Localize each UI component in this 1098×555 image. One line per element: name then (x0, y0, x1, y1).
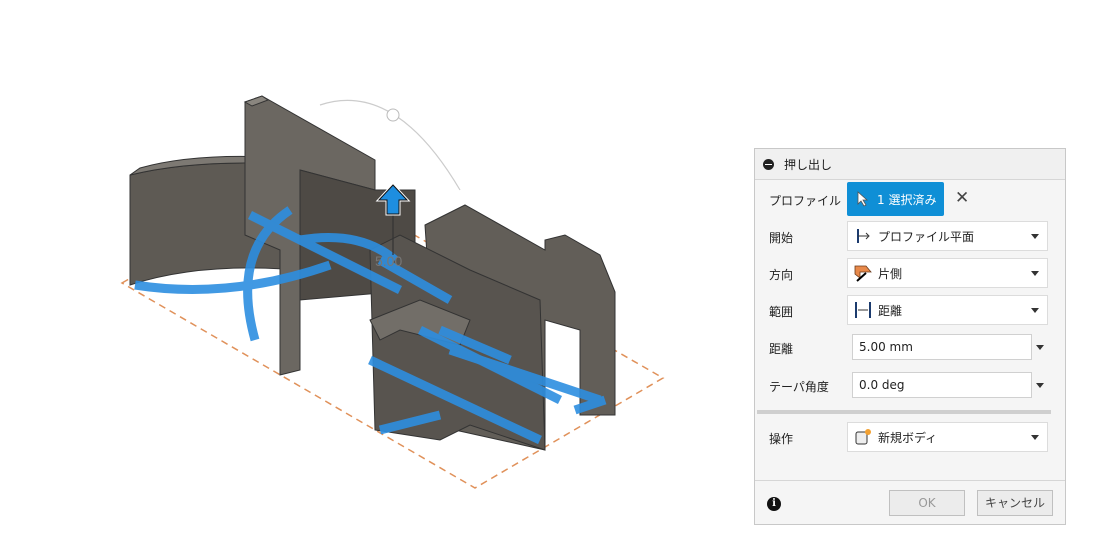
extent-row: 範囲 距離 (755, 295, 1067, 325)
chevron-down-icon (1031, 308, 1039, 313)
ok-button[interactable]: OK (889, 490, 965, 516)
dialog-footer-divider (755, 480, 1065, 481)
profile-label: プロファイル (769, 194, 842, 208)
start-label: 開始 (769, 231, 794, 245)
clear-selection-icon[interactable]: ✕ (955, 188, 970, 208)
direction-dropdown[interactable]: 片側 (847, 258, 1048, 288)
taper-label: テーパ角度 (769, 380, 829, 394)
cursor-icon (857, 191, 869, 207)
operation-row: 操作 新規ボディ (755, 422, 1067, 452)
distance-dimension-label[interactable]: 5.00 (375, 253, 403, 269)
dialog-title: 押し出し (784, 157, 833, 172)
new-body-icon (854, 428, 872, 446)
collapse-icon[interactable] (763, 158, 774, 170)
model-canvas[interactable] (0, 0, 740, 552)
operation-value: 新規ボディ (878, 430, 938, 445)
direction-label: 方向 (769, 268, 794, 282)
taper-dropdown-arrow[interactable] (1036, 383, 1044, 388)
taper-row: テーパ角度 0.0 deg (755, 370, 1067, 400)
section-divider (757, 410, 1051, 414)
direction-value: 片側 (878, 266, 903, 281)
one-side-icon (854, 264, 872, 282)
extent-label: 範囲 (769, 305, 794, 319)
rotate-handle[interactable] (386, 108, 400, 122)
profile-row: プロファイル 1 選択済み ✕ (755, 182, 1067, 216)
3d-viewport[interactable]: 5.00 (0, 0, 740, 552)
info-icon[interactable]: i (767, 497, 781, 511)
start-row: 開始 プロファイル平面 (755, 221, 1067, 251)
distance-row: 距離 5.00 mm (755, 332, 1067, 362)
chevron-down-icon (1031, 234, 1039, 239)
extent-value: 距離 (878, 303, 903, 318)
chevron-down-icon (1031, 435, 1039, 440)
start-value: プロファイル平面 (878, 229, 975, 244)
distance-icon (854, 301, 872, 319)
distance-label: 距離 (769, 342, 794, 356)
chevron-down-icon (1031, 271, 1039, 276)
profile-sketch[interactable] (134, 206, 607, 445)
profile-select-button[interactable]: 1 選択済み (847, 182, 944, 216)
operation-label: 操作 (769, 432, 794, 446)
taper-angle-input[interactable]: 0.0 deg (852, 372, 1032, 398)
direction-row: 方向 片側 (755, 258, 1067, 288)
extent-dropdown[interactable]: 距離 (847, 295, 1048, 325)
profile-plane-icon (854, 227, 872, 245)
operation-dropdown[interactable]: 新規ボディ (847, 422, 1048, 452)
distance-input[interactable]: 5.00 mm (852, 334, 1032, 360)
dialog-header[interactable]: 押し出し (755, 149, 1065, 180)
distance-dropdown-arrow[interactable] (1036, 345, 1044, 350)
start-dropdown[interactable]: プロファイル平面 (847, 221, 1048, 251)
cancel-button[interactable]: キャンセル (977, 490, 1053, 516)
profile-select-label: 1 選択済み (877, 192, 937, 207)
extrude-dialog: 押し出し プロファイル 1 選択済み ✕ 開始 プロファイル平面 方向 片側 範… (754, 148, 1066, 525)
